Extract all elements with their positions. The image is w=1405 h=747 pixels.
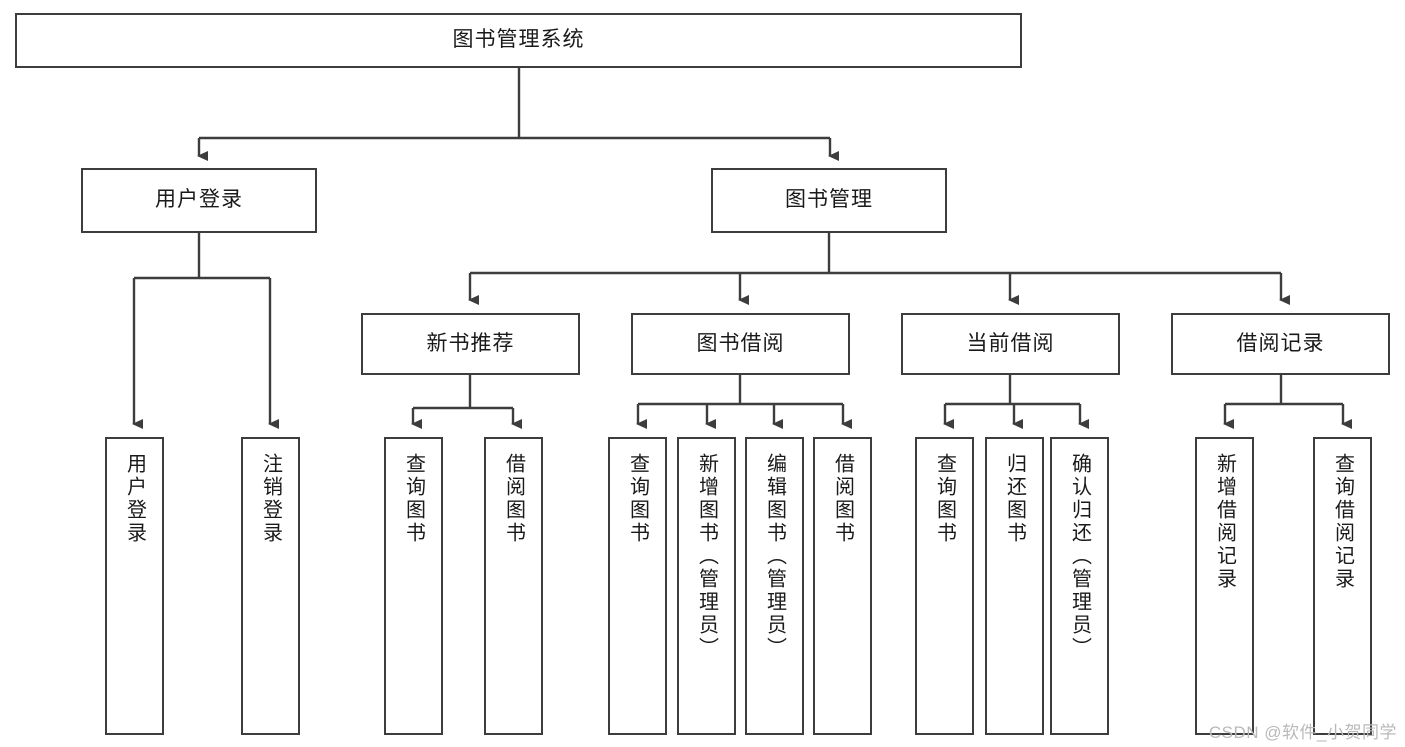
node-label: 借阅记录	[1236, 331, 1325, 355]
node-label: 新增借阅记录	[1213, 453, 1236, 591]
leaf-borrow-book-rec[interactable]: 借阅图书	[484, 437, 543, 735]
node-borrow-record[interactable]: 借阅记录	[1171, 313, 1390, 375]
node-new-book-rec[interactable]: 新书推荐	[361, 313, 580, 375]
node-label: 图书借阅	[696, 331, 785, 355]
node-label: 查询图书	[933, 453, 956, 545]
leaf-query-book-borrow[interactable]: 查询图书	[608, 437, 667, 735]
node-label: 查询图书	[402, 453, 425, 545]
node-current-borrow[interactable]: 当前借阅	[901, 313, 1120, 375]
leaf-add-book-admin[interactable]: 新增图书（管理员）	[677, 437, 736, 735]
node-label: 查询借阅记录	[1331, 453, 1354, 591]
node-label: 当前借阅	[966, 331, 1055, 355]
node-user-login[interactable]: 用户登录	[81, 168, 317, 233]
leaf-query-borrow-record[interactable]: 查询借阅记录	[1313, 437, 1372, 735]
node-label: 用户登录	[123, 453, 146, 545]
node-label: 编辑图书（管理员）	[763, 453, 786, 660]
leaf-query-book-rec[interactable]: 查询图书	[384, 437, 443, 735]
leaf-logout[interactable]: 注销登录	[241, 437, 300, 735]
node-root[interactable]: 图书管理系统	[15, 13, 1022, 68]
node-label: 注销登录	[259, 453, 282, 545]
node-label: 确认归还（管理员）	[1068, 453, 1091, 660]
leaf-edit-book-admin[interactable]: 编辑图书（管理员）	[745, 437, 804, 735]
leaf-query-book-current[interactable]: 查询图书	[915, 437, 974, 735]
node-label: 查询图书	[626, 453, 649, 545]
node-label: 图书管理系统	[452, 28, 585, 52]
leaf-add-borrow-record[interactable]: 新增借阅记录	[1195, 437, 1254, 735]
node-label: 新书推荐	[426, 331, 515, 355]
leaf-confirm-return-admin[interactable]: 确认归还（管理员）	[1050, 437, 1109, 735]
node-book-manage[interactable]: 图书管理	[711, 168, 947, 233]
node-book-borrow[interactable]: 图书借阅	[631, 313, 850, 375]
leaf-borrow-book[interactable]: 借阅图书	[813, 437, 872, 735]
leaf-return-book[interactable]: 归还图书	[985, 437, 1044, 735]
node-label: 用户登录	[155, 188, 243, 212]
node-label: 借阅图书	[502, 453, 525, 545]
watermark: CSDN @软件_小贺同学	[1208, 723, 1397, 742]
leaf-user-login[interactable]: 用户登录	[105, 437, 164, 735]
node-label: 借阅图书	[831, 453, 854, 545]
node-label: 归还图书	[1003, 453, 1026, 545]
node-label: 图书管理	[785, 188, 873, 212]
node-label: 新增图书（管理员）	[695, 453, 718, 660]
